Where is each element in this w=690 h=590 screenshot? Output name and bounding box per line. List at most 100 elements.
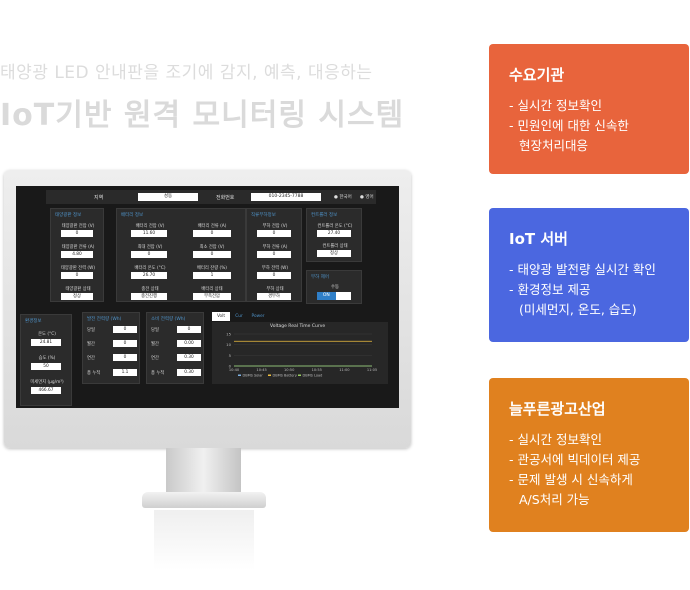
row-value: 1.1 (113, 369, 137, 376)
field-value: 0 (257, 230, 291, 237)
field-label: 충전 상태 (141, 287, 159, 292)
row-value: 0 (113, 354, 137, 361)
load-toggle[interactable]: ON (317, 292, 351, 300)
field-value: 4.80 (61, 251, 93, 258)
field-value: 24.81 (31, 339, 61, 346)
field-value: 1 (193, 272, 231, 279)
row-label: 연간 (87, 356, 95, 361)
card-line: - 태양광 발전량 실시간 확인 (509, 262, 656, 277)
field-value: 0 (257, 272, 291, 279)
load-control-label: 수동 (331, 285, 339, 290)
y-tick-label: 15 (226, 332, 231, 337)
field-label: 컨트롤러 상태 (322, 244, 348, 249)
row-value: 0.00 (177, 340, 201, 347)
x-tick-label: 11:00 (339, 368, 350, 372)
stand-reflection (154, 510, 254, 570)
headline-title: IoT기반 원격 모니터링 시스템 (0, 98, 405, 133)
field-label: 부하 전류 (A) (262, 245, 288, 250)
tab-power[interactable]: Power (251, 314, 265, 319)
card-line: - 민원인에 대한 신속한 (509, 118, 629, 133)
field-label: 부하 전력 (W) (261, 266, 289, 271)
tab-volt[interactable]: Volt (212, 312, 230, 321)
field-label: 태양광판 전류 (A) (61, 245, 95, 250)
field-value: 0 (61, 230, 93, 237)
field-label: 배터리 상태 (201, 287, 223, 292)
card-line: 현장처리대응 (519, 138, 589, 153)
legend-label: DBMS Load (303, 374, 323, 378)
load-title: 직류부하정보 (251, 213, 276, 218)
field-label: 부하 전압 (V) (262, 224, 288, 229)
field-label: 컨트롤러 온도 (°C) (317, 224, 353, 229)
headline-subtitle: 태양광 LED 안내판을 조기에 감지, 예측, 대응하는 (0, 63, 373, 83)
row-value: 0.30 (177, 369, 201, 376)
field-value: 26.70 (131, 272, 167, 279)
row-label: 당일 (151, 328, 159, 333)
load-info: 직류부하정보 부하 전압 (V) 0 부하 전류 (A) 0 부하 전력 (W)… (246, 208, 302, 302)
field-label: 배터리 온도 (°C) (134, 266, 166, 271)
screen-top-bar: 지역 성동 전화번호 010-2345-7788 ● 한국어 ● 영어 (46, 190, 376, 204)
radio-english[interactable]: ● 영어 (360, 195, 374, 200)
battery-info: 배터리 정보 배터리 전압 (V) 11.60 최대 전압 (V) 0 배터리 … (116, 208, 246, 302)
field-value: 0 (193, 251, 231, 258)
tab-cur[interactable]: Cur (235, 314, 243, 319)
monitor-stand-neck (166, 448, 241, 500)
load-control-title: 부하 제어 (311, 275, 329, 280)
card-line: - 관공서에 빅데이터 제공 (509, 452, 641, 467)
y-tick-label: 10 (226, 342, 231, 347)
field-label: 배터리 잔량 (%) (197, 266, 227, 271)
battery-title: 배터리 정보 (121, 213, 144, 218)
card-line: - 실시간 정보확인 (509, 432, 602, 447)
field-value: 27.40 (317, 230, 351, 237)
field-value: 50 (31, 363, 61, 370)
y-tick-label: 5 (229, 353, 232, 358)
field-label: 미세먼지 (μg/m³) (30, 380, 64, 385)
x-tick-label: 10:50 (284, 368, 295, 372)
toggle-on: ON (317, 292, 336, 300)
legend-marker (298, 374, 301, 376)
row-value: 0 (113, 340, 137, 347)
x-tick-label: 10:55 (312, 368, 322, 372)
chart-title: Voltage Real Time Curve (270, 324, 326, 329)
card-line: - 환경정보 제공 (509, 282, 591, 297)
field-label: 태양광판 전압 (V) (61, 224, 95, 229)
region-label: 지역 (94, 195, 104, 201)
x-tick-label: 11:05 (367, 368, 377, 372)
x-tick-label: 10:45 (256, 368, 266, 372)
generation-title: 발전 전력량 (Wh) (87, 317, 122, 322)
card-title: 늘푸른광고산업 (509, 400, 606, 418)
controller-info: 컨트롤러 정보 컨트롤러 온도 (°C) 27.40 컨트롤러 상태 정상 (306, 208, 362, 262)
radio-korean[interactable]: ● 한국어 (334, 195, 352, 200)
card-iot-server: IoT 서버 - 태양광 발전량 실시간 확인 - 환경정보 제공 (미세먼지,… (489, 208, 689, 342)
load-control: 부하 제어 수동 ON (306, 270, 362, 304)
row-label: 총 누적 (87, 371, 101, 376)
row-label: 월간 (87, 342, 95, 347)
generation-panel: 발전 전력량 (Wh) 당일 0 월간 0 연간 0 총 누적 1.1 (82, 312, 140, 384)
field-label: 태양광판 상태 (65, 287, 91, 292)
controller-title: 컨트롤러 정보 (311, 213, 338, 218)
field-label: 온도 (°C) (38, 332, 56, 337)
legend-marker (238, 374, 241, 376)
region-select[interactable]: 성동 (138, 193, 198, 201)
solar-panel-info: 태양광판 정보 태양광판 전압 (V) 0 태양광판 전류 (A) 4.80 태… (50, 208, 104, 302)
field-label: 최대 전압 (V) (137, 245, 163, 250)
field-label: 배터리 전압 (V) (135, 224, 165, 229)
field-value: 부족전압 (193, 293, 231, 300)
card-line: - 문제 발생 시 신속하게 (509, 472, 633, 487)
row-value: 0.30 (177, 354, 201, 361)
row-label: 월간 (151, 342, 159, 347)
monitor-stand-base (142, 492, 266, 508)
field-label: 배터리 전류 (A) (197, 224, 227, 229)
card-lines: - 실시간 정보확인 - 민원인에 대한 신속한 현장처리대응 (509, 96, 629, 156)
phone-input[interactable]: 010-2345-7788 (251, 193, 321, 201)
field-label: 태양광판 전력 (W) (60, 266, 96, 271)
field-value: 0 (193, 230, 231, 237)
card-line: A/S처리 가능 (519, 492, 590, 507)
legend-label: DBMS Battery (273, 374, 297, 378)
field-label: 습도 (%) (38, 356, 56, 361)
field-label: 최소 전압 (V) (199, 245, 225, 250)
field-value: 11.60 (131, 230, 167, 237)
environment-info: 환경정보 온도 (°C) 24.81 습도 (%) 50 미세먼지 (μg/m³… (20, 314, 72, 406)
row-value: 0 (177, 326, 201, 333)
